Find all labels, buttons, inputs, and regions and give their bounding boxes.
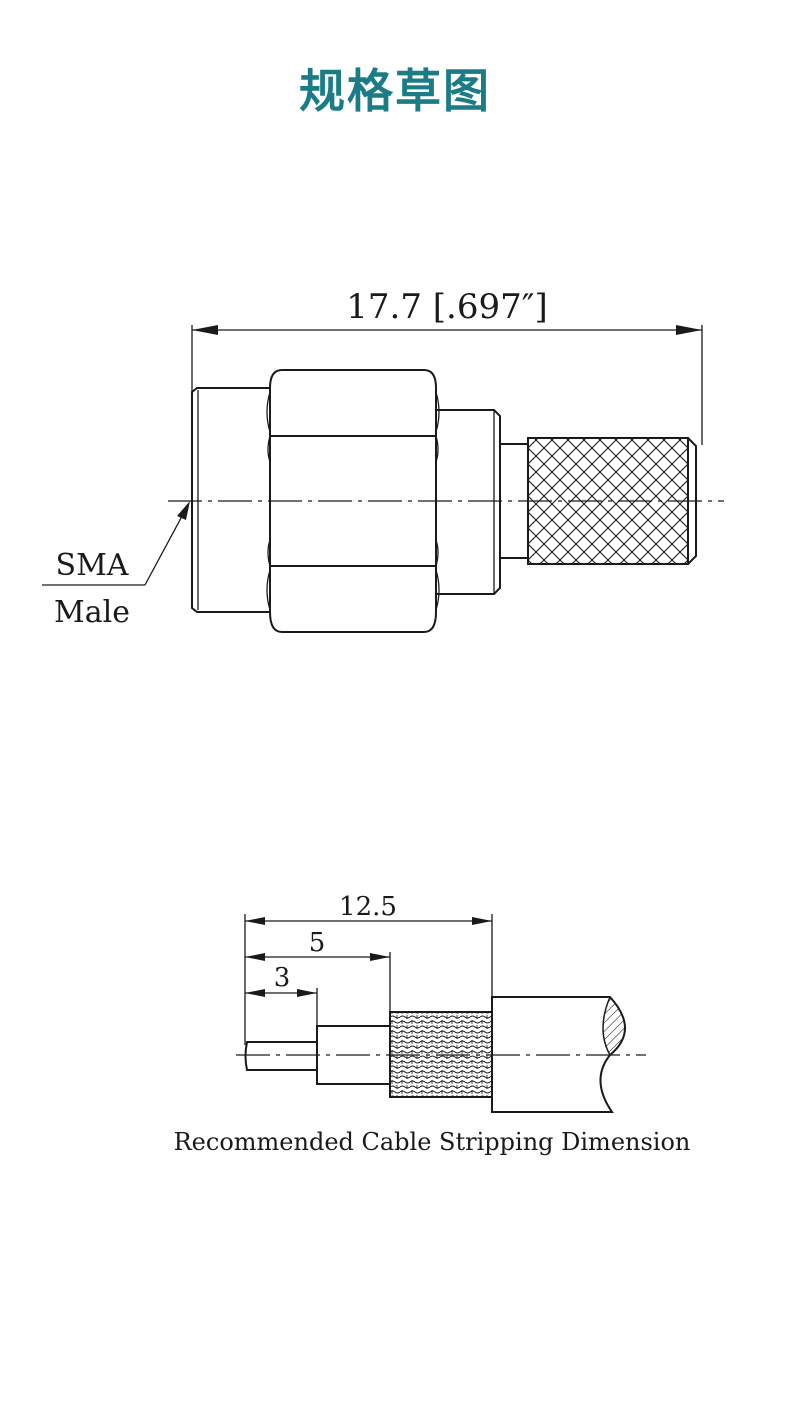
- dim-inner-label: 3: [274, 963, 291, 993]
- page-title: 规格草图: [299, 64, 491, 118]
- cable-stripping-drawing: 12.5 5 3 Recommended Cable Stripping Dim…: [174, 892, 691, 1156]
- label-male: Male: [54, 595, 130, 630]
- stripped-cable: [236, 995, 646, 1113]
- stripping-caption: Recommended Cable Stripping Dimension: [174, 1128, 691, 1156]
- overall-length-label: 17.7 [.697″]: [346, 287, 547, 327]
- sma-connector-drawing: 17.7 [.697″] SMA Male: [42, 287, 724, 633]
- dim-middle-label: 5: [309, 928, 326, 958]
- stripping-dimensions: 12.5 5 3: [244, 892, 493, 1045]
- overall-dimension: 17.7 [.697″]: [191, 287, 703, 445]
- connector-label: SMA Male: [42, 501, 190, 630]
- label-sma: SMA: [56, 548, 129, 583]
- connector-body: [168, 369, 724, 633]
- dim-total-label: 12.5: [339, 892, 397, 922]
